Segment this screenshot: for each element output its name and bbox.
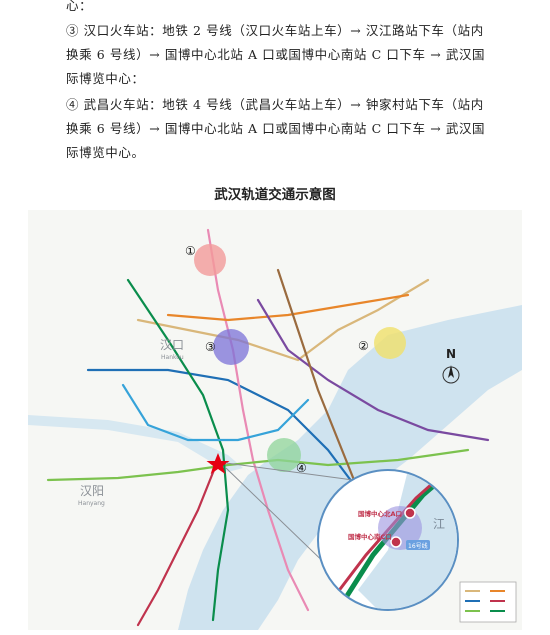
line-4: [46, 448, 470, 482]
line-orange: [166, 293, 410, 322]
svg-text:N: N: [446, 347, 456, 361]
route-item-4: ④ 武昌火车站：地铁 4 号线（武昌火车站上车）→ 钟家村站下车（站内换乘 6 …: [66, 97, 486, 160]
hankou-label: 汉口: [160, 338, 184, 352]
line-3: [136, 278, 430, 362]
marker-1-label: ①: [185, 244, 196, 258]
route-item-3: ③ 汉口火车站：地铁 2 号线（汉口火车站上车）→ 汉江路站下车（站内换乘 6 …: [66, 23, 486, 86]
marker-4-label: ④: [296, 461, 307, 475]
marker-2-label: ②: [358, 339, 369, 353]
inset-river-label: 江: [433, 517, 445, 531]
line-red: [136, 458, 220, 627]
marker-4-circle: [267, 438, 301, 472]
metro-lines: [46, 228, 490, 627]
marker-3-label: ③: [205, 340, 216, 354]
line-cyan: [121, 383, 310, 442]
hanyang-label: 汉阳: [80, 484, 104, 498]
inset-south-station: 国博中心南C口: [348, 532, 392, 541]
hankou-label-en: Hankou: [161, 354, 184, 361]
line-6: [126, 278, 230, 622]
paragraph-fragment: 心：: [66, 0, 93, 13]
line-purple: [256, 298, 490, 442]
marker-2-circle: [374, 327, 406, 359]
line-1: [86, 368, 360, 492]
metro-map: ① ② ③ ④ 汉口 Hankou 汉阳 Hanyang N 国博中心北A口 国…: [28, 210, 522, 630]
marker-3-circle: [213, 329, 249, 365]
map-title: 武汉轨道交通示意图: [214, 187, 336, 203]
compass-icon: N: [442, 347, 460, 384]
inset-north-station: 国博中心北A口: [358, 509, 402, 518]
inset-connector-top: [225, 462, 354, 481]
inset-line-badge: 16号线: [408, 542, 428, 550]
hanyang-label-en: Hanyang: [78, 500, 105, 507]
expo-star-icon: [206, 453, 230, 474]
line-2: [206, 228, 310, 612]
marker-1-circle: [194, 244, 226, 276]
legend-box: [459, 581, 517, 623]
marker-circles: [194, 244, 406, 472]
